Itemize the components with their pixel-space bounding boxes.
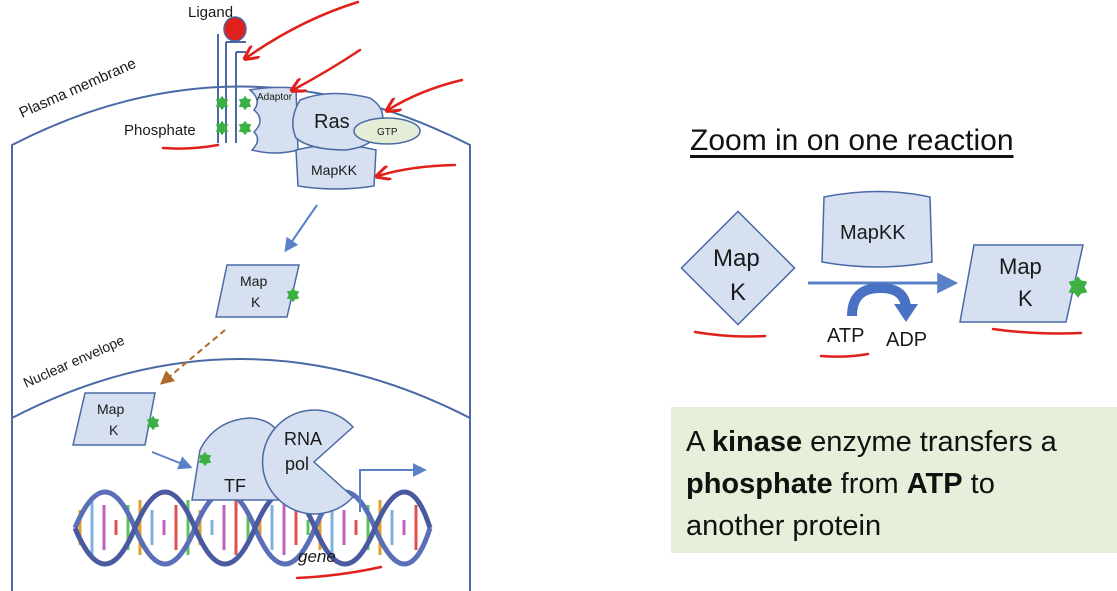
atp-adp-arrowhead — [894, 304, 918, 322]
atp-label: ATP — [827, 325, 864, 347]
red-annotations-zoom — [693, 327, 1083, 358]
dna-helix — [72, 489, 433, 567]
rna-pol-line1: RNA — [284, 429, 322, 449]
summary-text-4: to another protein — [686, 468, 995, 542]
summary-phosphate: phosphate — [686, 468, 833, 500]
mapk-nucleus-line2: K — [109, 422, 119, 438]
mapk-left — [680, 210, 796, 326]
summary-box: A kinase enzyme transfers a phosphate fr… — [671, 407, 1117, 553]
mapk-right-line2: K — [1018, 286, 1033, 311]
mapk-cytoplasm-line2: K — [251, 294, 261, 310]
gene-label: gene — [298, 547, 336, 566]
mapkk-zoom-label: MapKK — [840, 222, 906, 244]
summary-text-3: from — [832, 468, 907, 500]
rna-pol-line2: pol — [285, 454, 309, 474]
adp-label: ADP — [886, 329, 927, 351]
ligand-label: Ligand — [188, 4, 233, 21]
mapk-left-line1: Map — [713, 245, 760, 272]
translocation-arrow — [159, 329, 226, 385]
tf-label: TF — [224, 476, 246, 496]
summary-text-2: enzyme transfers a — [802, 426, 1057, 458]
plasma-membrane — [11, 85, 471, 591]
mapkk-zoom — [821, 190, 933, 268]
plasma-membrane-label: Plasma membrane — [17, 55, 139, 122]
transcription-start-arrow — [359, 463, 427, 512]
summary-text-1: A — [686, 426, 712, 458]
ligand — [223, 16, 247, 42]
mapk-cytoplasm-line1: Map — [240, 273, 267, 289]
gtp-label: GTP — [377, 127, 398, 138]
phosphate-label: Phosphate — [124, 122, 196, 139]
atp-adp-arrow — [847, 282, 911, 317]
activation-arrow — [284, 204, 318, 253]
adaptor-label: Adaptor — [257, 92, 293, 103]
summary-kinase: kinase — [711, 426, 803, 458]
mapkk-label: MapKK — [311, 162, 358, 178]
mapk-right — [959, 244, 1084, 323]
mapk-cytoplasm — [215, 264, 300, 318]
rna-polymerase — [261, 409, 355, 515]
phosphate-icon — [238, 120, 252, 136]
mapk-nucleus — [72, 392, 156, 446]
summary-atp: ATP — [906, 468, 963, 500]
binding-arrow — [151, 451, 193, 470]
mapk-right-line1: Map — [999, 254, 1042, 279]
nuclear-envelope-label: Nuclear envelope — [21, 332, 127, 391]
mapk-nucleus-line1: Map — [97, 401, 124, 417]
nuclear-envelope — [11, 358, 471, 419]
red-annotations — [161, 0, 464, 580]
phosphate-icon — [238, 95, 252, 111]
zoom-title: Zoom in on one reaction — [690, 124, 1014, 157]
mapk-left-line2: K — [730, 279, 746, 306]
ras-label: Ras — [314, 111, 350, 133]
gtp — [353, 117, 421, 145]
